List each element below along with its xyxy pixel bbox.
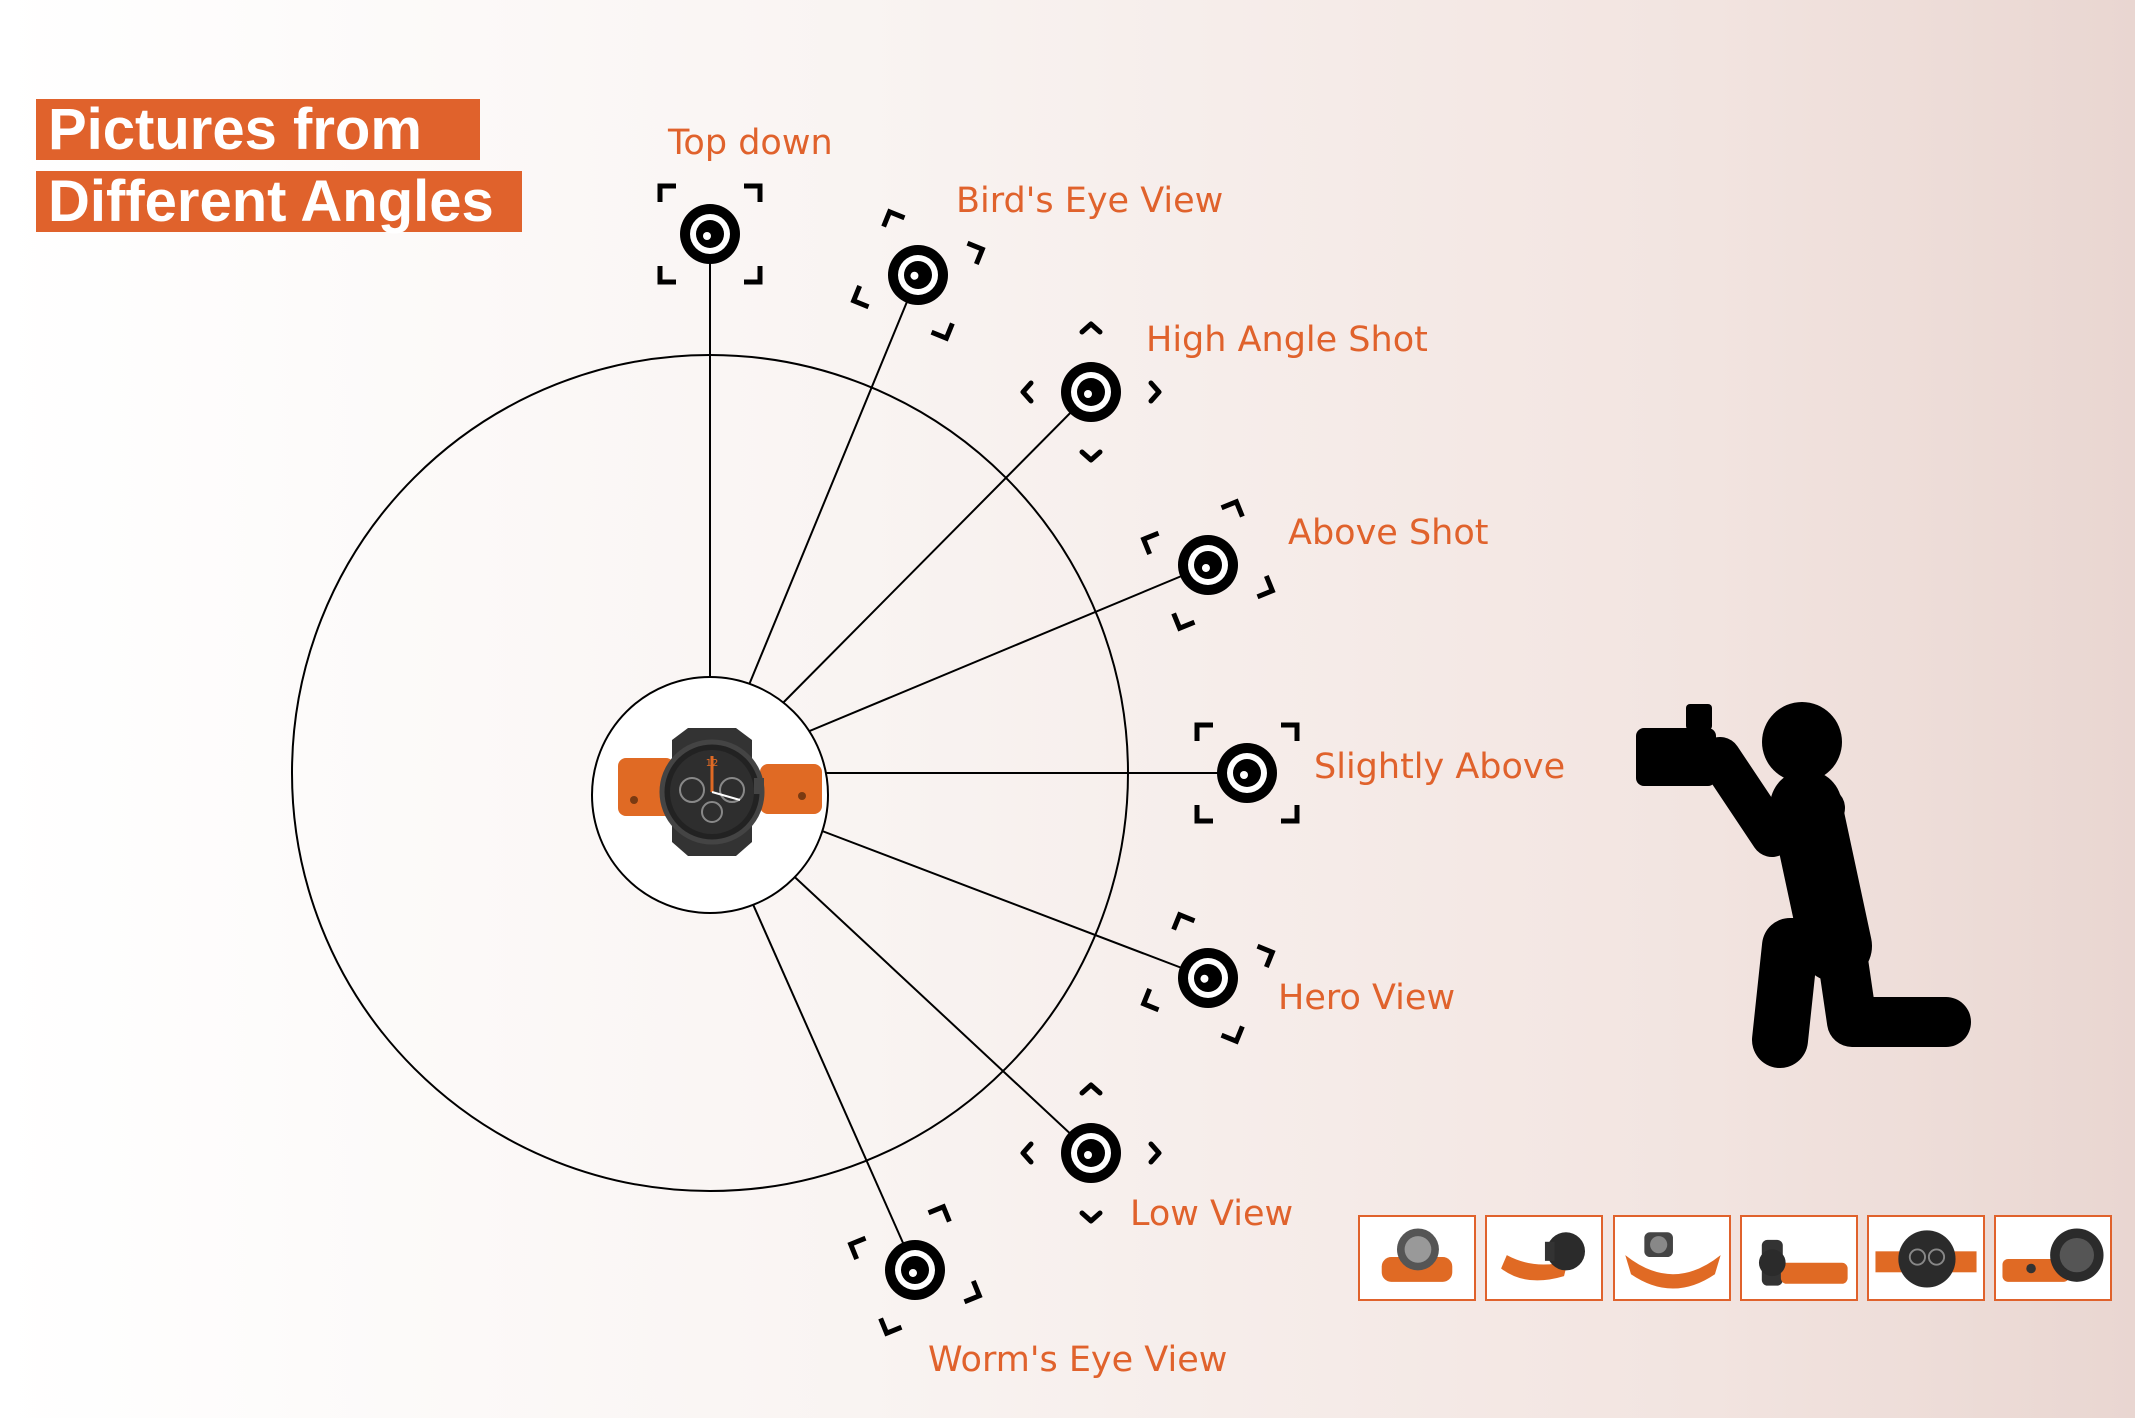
camera-hero-view bbox=[1144, 915, 1273, 1041]
subject-watch: 12 bbox=[591, 676, 829, 914]
camera-lens-icon bbox=[1217, 743, 1277, 803]
camera-lens-icon bbox=[875, 1230, 955, 1310]
camera-worms-eye-view bbox=[851, 1207, 980, 1333]
label-birds-eye-view: Bird's Eye View bbox=[956, 181, 1223, 221]
thumbnail-3 bbox=[1613, 1215, 1731, 1301]
label-above-shot: Above Shot bbox=[1288, 513, 1488, 553]
label-worms-eye-view: Worm's Eye View bbox=[928, 1340, 1227, 1380]
camera-lens-icon bbox=[1061, 1123, 1121, 1183]
kneeling-photographer-icon bbox=[1636, 702, 1971, 1068]
camera-lens-icon bbox=[1061, 362, 1121, 422]
label-high-angle-shot: High Angle Shot bbox=[1146, 320, 1428, 360]
label-hero-view: Hero View bbox=[1278, 978, 1455, 1018]
thumbnail-4 bbox=[1740, 1215, 1858, 1301]
title-line-1: Pictures from bbox=[36, 99, 480, 160]
watch-side-strap-icon bbox=[1501, 1232, 1585, 1281]
thumbnail-1 bbox=[1358, 1215, 1476, 1301]
camera-lens-icon bbox=[878, 235, 958, 315]
svg-text:12: 12 bbox=[706, 758, 719, 769]
label-low-view: Low View bbox=[1130, 1194, 1293, 1234]
thumbnail-6 bbox=[1994, 1215, 2112, 1301]
watch-angled-icon bbox=[2002, 1228, 2104, 1282]
camera-lens-icon bbox=[680, 204, 740, 264]
camera-lens-icon bbox=[1168, 525, 1248, 605]
label-slightly-above: Slightly Above bbox=[1314, 747, 1565, 787]
camera-lens-icon bbox=[1168, 938, 1248, 1018]
watch-open-strap-icon bbox=[1625, 1232, 1721, 1289]
watch-back-icon bbox=[1381, 1228, 1453, 1282]
camera-above-shot bbox=[1144, 502, 1273, 628]
camera-birds-eye-view bbox=[854, 212, 983, 338]
label-top-down: Top down bbox=[667, 123, 833, 163]
thumbnail-2 bbox=[1485, 1215, 1603, 1301]
connector-lines bbox=[709, 234, 1247, 1271]
wristwatch-icon: 12 bbox=[618, 728, 822, 856]
watch-profile-icon bbox=[1758, 1239, 1848, 1286]
thumbnail-5 bbox=[1867, 1215, 1985, 1301]
watch-front-icon bbox=[1875, 1230, 1977, 1288]
title-line-2: Different Angles bbox=[36, 171, 522, 232]
